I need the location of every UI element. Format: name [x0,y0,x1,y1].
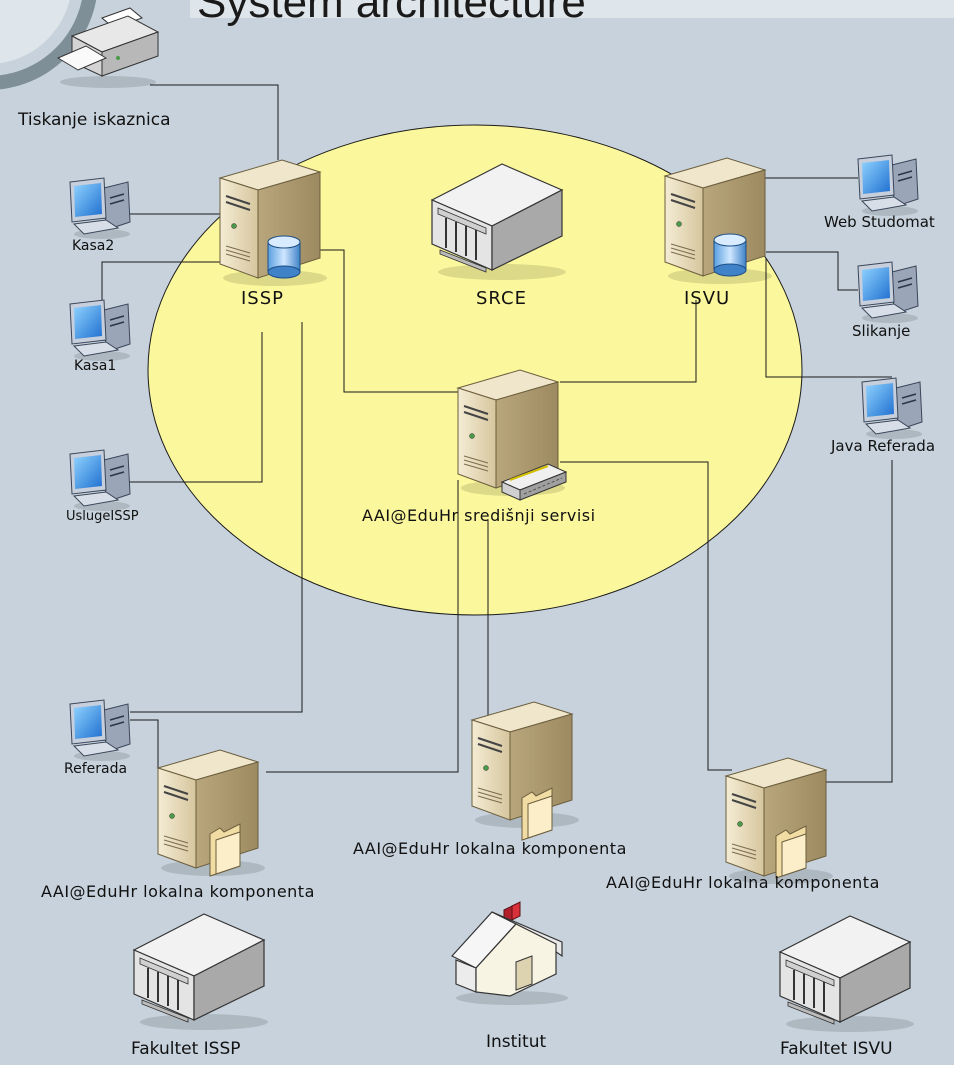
workstation-icon [857,261,919,324]
database-icon [267,235,301,279]
label-isvu: ISVU [684,288,731,309]
label-institut: Institut [486,1032,547,1052]
building-icon [779,915,915,1033]
link-printer-issp [150,84,279,160]
label-kasa1: Kasa1 [74,358,117,374]
workstation-icon [69,699,131,762]
label-aai-local-mid: AAI@EduHr lokalna komponenta [353,839,627,858]
label-fakultet-isvu: Fakultet ISVU [780,1039,893,1059]
database-icon [713,233,747,277]
link-isvu-central [560,300,697,383]
link-central-right-local [560,461,732,771]
link-referada-left-local [130,719,159,790]
label-issp: ISSP [241,288,285,309]
label-srce: SRCE [476,288,527,309]
label-kasa2: Kasa2 [72,238,115,254]
label-referada: Referada [64,761,128,777]
link-usluge-issp [125,332,263,483]
title-bar [190,0,954,18]
folder-icon [521,787,553,841]
page-title: System architecture [197,0,586,27]
label-aai-central: AAI@EduHr središnji servisi [362,506,596,525]
workstation-icon [69,299,131,362]
workstation-icon [69,177,131,240]
link-isvu-slikanje [766,251,858,291]
house-icon [451,901,569,1006]
label-slikanje: Slikanje [852,322,911,340]
connectors [101,84,893,790]
corner-logo [0,0,97,90]
label-uslugeissp: UslugeISSP [66,509,139,524]
link-java-right-local [822,460,893,783]
link-issp-central [300,249,460,393]
workstation-icon [69,449,131,512]
label-tiskanje-iskaznica: Tiskanje iskaznica [18,110,171,130]
label-aai-local-right: AAI@EduHr lokalna komponenta [606,873,880,892]
link-issp-referada [130,322,303,713]
building-icon [133,913,269,1031]
workstation-icon [857,154,919,217]
workstation-icon [861,377,923,440]
link-central-left-local [266,480,459,773]
label-web-studomat: Web Studomat [824,213,935,231]
label-fakultet-issp: Fakultet ISSP [131,1039,241,1059]
link-kasa1-issp [101,261,222,305]
label-aai-local-left: AAI@EduHr lokalna komponenta [41,882,315,901]
label-java-referada: Java Referada [831,437,936,455]
link-isvu-java [765,258,892,378]
